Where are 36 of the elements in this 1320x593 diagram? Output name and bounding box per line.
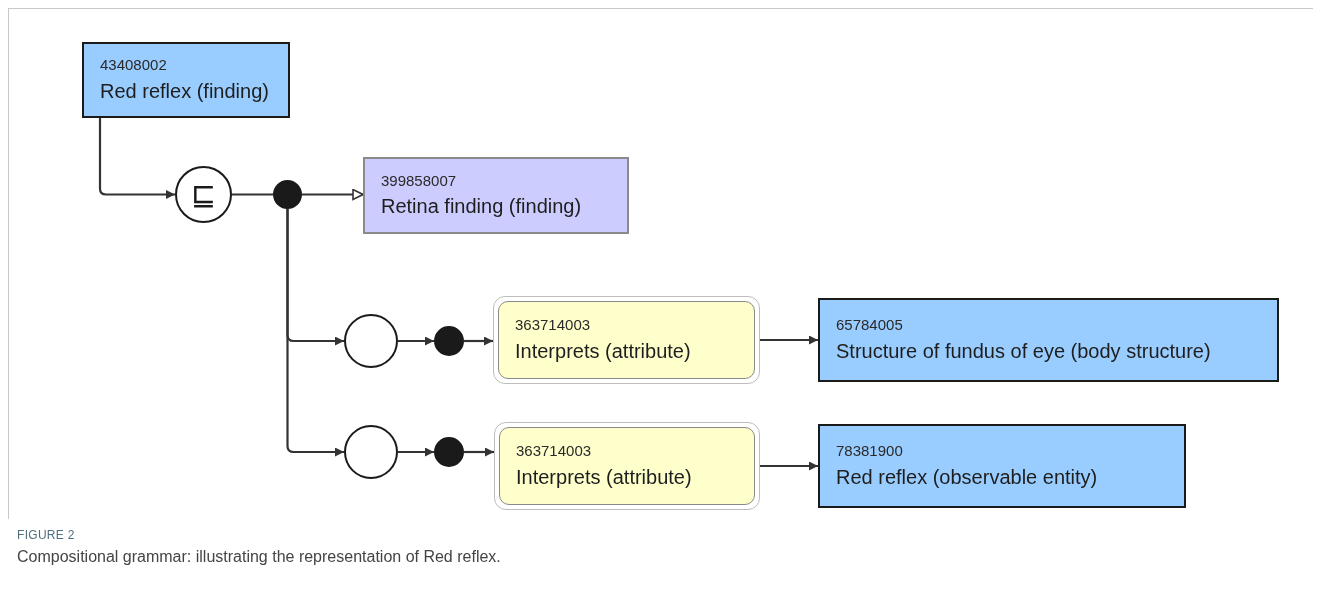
- concept-name: Structure of fundus of eye (body structure): [836, 338, 1212, 364]
- concept-code: 78381900: [836, 441, 904, 461]
- attribute-box: [493, 296, 760, 384]
- concept-box: [363, 157, 629, 234]
- concept-box: [82, 42, 290, 118]
- empty-circle: [344, 314, 398, 368]
- concept-name: Interprets (attribute): [516, 464, 693, 490]
- arrow: [398, 336, 434, 346]
- arrow: [98, 118, 175, 199]
- concept-box: [818, 424, 1186, 508]
- concept-name: Retina finding (finding): [381, 194, 583, 220]
- empty-circle: [344, 425, 398, 479]
- arrow: [286, 209, 344, 457]
- concept-code: 363714003: [516, 441, 593, 461]
- arrow: [464, 447, 494, 457]
- filled-dot: [434, 326, 464, 356]
- concept-code: 43408002: [100, 55, 168, 75]
- subsumption-circle: [175, 166, 232, 223]
- concept-box: [818, 298, 1279, 382]
- concept-code: 363714003: [515, 315, 592, 335]
- caption: Compositional grammar: illustrating the representation of Red reflex.: [17, 548, 501, 566]
- arrow: [760, 461, 818, 471]
- subsumption-symbol: ⊑: [190, 179, 217, 210]
- concept-code: 399858007: [381, 170, 458, 191]
- concept-name: Interprets (attribute): [515, 338, 692, 364]
- arrow: [302, 188, 364, 201]
- arrow: [760, 335, 818, 345]
- concept-name: Red reflex (observable entity): [836, 464, 1099, 490]
- attribute-box: [494, 422, 760, 510]
- arrow: [464, 336, 493, 346]
- figure-label: FIGURE 2: [17, 528, 75, 542]
- concept-name: Red reflex (finding): [100, 78, 270, 104]
- filled-dot: [273, 180, 302, 209]
- filled-dot: [434, 437, 464, 467]
- concept-code: 65784005: [836, 315, 904, 335]
- arrow: [398, 447, 434, 457]
